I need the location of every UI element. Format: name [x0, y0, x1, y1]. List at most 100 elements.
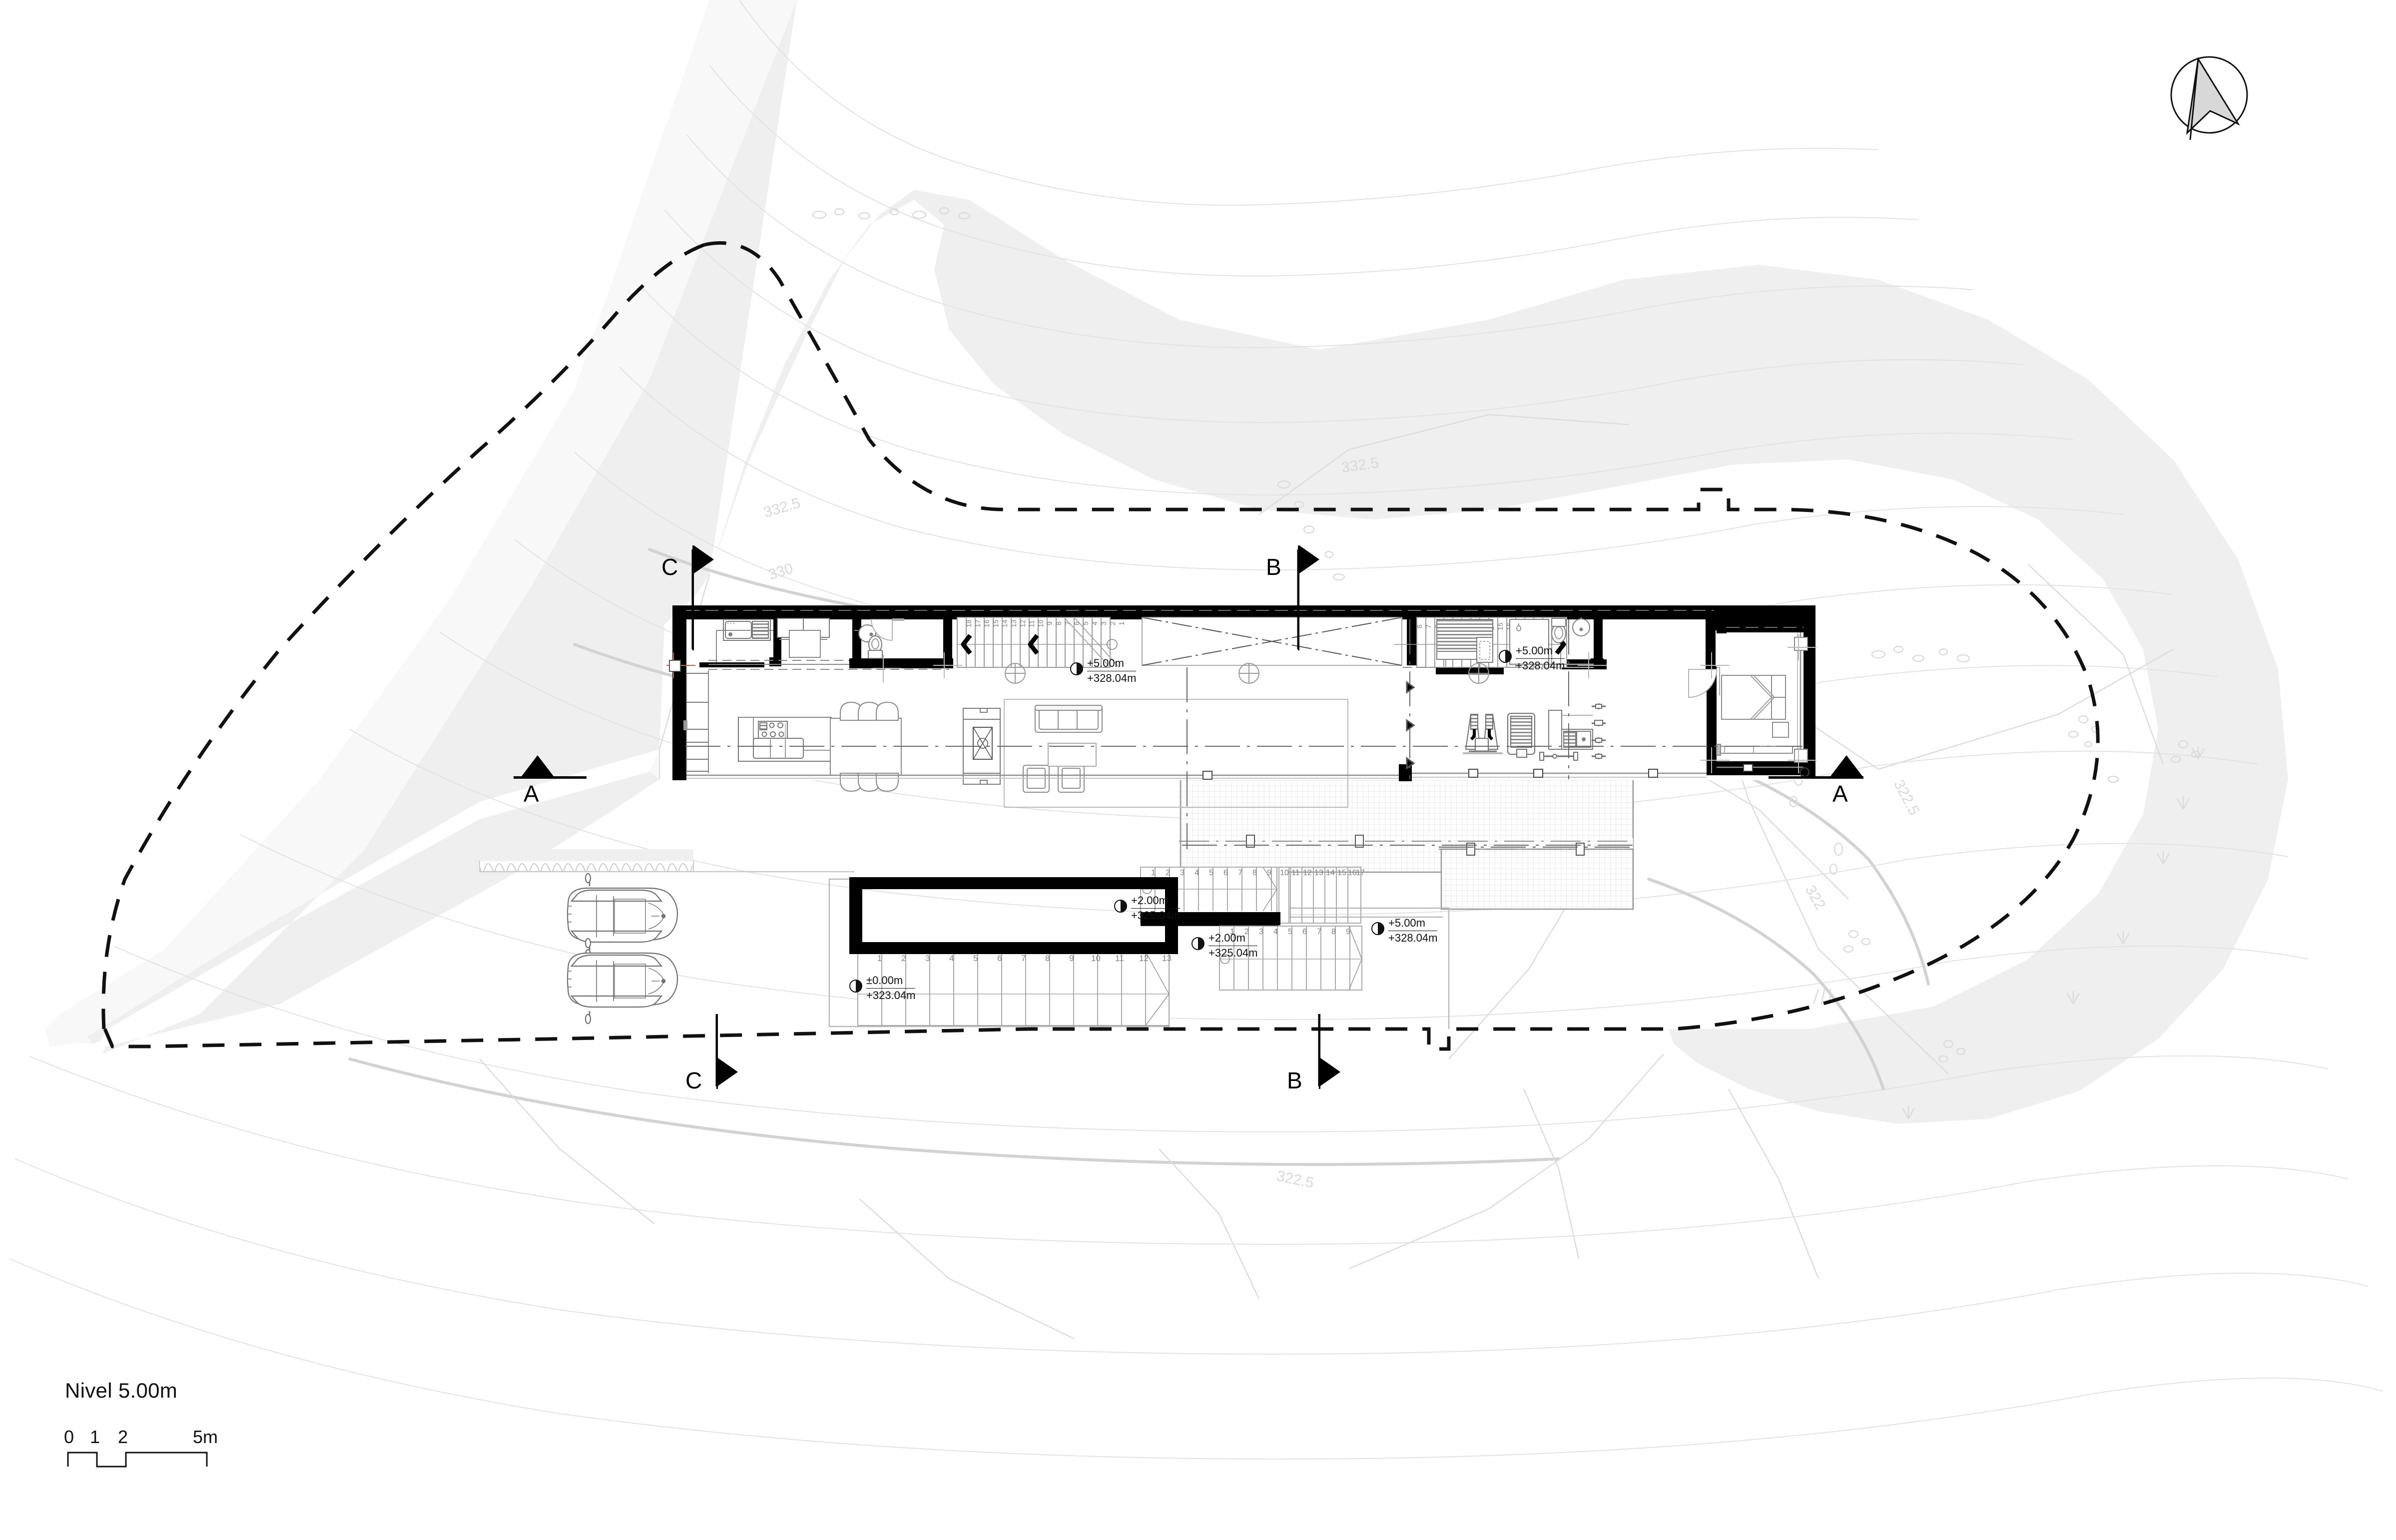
svg-text:6: 6 [997, 954, 1002, 963]
gym-equipment [1436, 619, 1606, 761]
svg-text:5: 5 [1288, 928, 1292, 936]
svg-text:9: 9 [1346, 928, 1350, 936]
svg-text:14: 14 [1326, 869, 1335, 877]
section-flag-icon [1299, 545, 1319, 573]
terrain-speckles [812, 207, 2205, 1119]
svg-text:3: 3 [1100, 621, 1108, 625]
north-arrow-icon [2164, 50, 2254, 142]
svg-text:15: 15 [1496, 622, 1504, 630]
section-line-stem [1298, 545, 1299, 650]
scale-tick-5m: 5m [193, 1427, 218, 1447]
car-plan [567, 873, 678, 1025]
section-line-stem [692, 545, 694, 650]
section-label: C [685, 1067, 702, 1093]
scale-bar-graphic [67, 1452, 208, 1468]
section-flag-icon [694, 545, 714, 573]
svg-text:7: 7 [1238, 869, 1242, 877]
section-rule [1769, 776, 1863, 779]
svg-text:1: 1 [877, 954, 882, 963]
level-tag-text: ±0.00m +323.04m [866, 974, 916, 1002]
svg-text:12: 12 [1303, 869, 1312, 877]
title-block: Nivel 5.00m 0 1 2 5m [64, 1379, 414, 1468]
section-line-stem [716, 1014, 718, 1089]
scale-tick-2: 2 [118, 1427, 128, 1447]
svg-text:5: 5 [1209, 869, 1213, 877]
svg-text:9: 9 [1046, 621, 1054, 625]
section-rule [514, 776, 587, 779]
svg-text:17: 17 [974, 619, 982, 627]
svg-text:2: 2 [1244, 928, 1249, 936]
svg-text:6: 6 [1415, 624, 1423, 628]
svg-text:5: 5 [1082, 621, 1090, 625]
section-label: A [524, 781, 539, 807]
level-symbol-icon [1114, 900, 1127, 913]
section-line-stem [1319, 1014, 1320, 1089]
void-above [1142, 617, 1402, 666]
lower-block-walls [849, 877, 1280, 954]
parking-area [479, 849, 854, 873]
section-label: A [1832, 781, 1848, 807]
svg-text:3: 3 [1259, 928, 1263, 936]
svg-text:16: 16 [1348, 869, 1357, 877]
svg-text:2: 2 [1109, 621, 1117, 625]
door-swings [1406, 681, 1415, 770]
terrain-fill [45, 0, 2288, 1124]
utility-room [789, 630, 821, 658]
section-label: B [1266, 554, 1281, 580]
centre-axis-lines [685, 619, 1802, 849]
svg-text:7: 7 [1424, 624, 1432, 628]
section-label: B [1287, 1067, 1302, 1093]
svg-text:1: 1 [1151, 869, 1156, 877]
glazing-south [686, 764, 1803, 780]
scale-tick-1: 1 [90, 1427, 100, 1447]
svg-text:7: 7 [1064, 621, 1072, 625]
topographic-contours [9, 0, 2384, 1460]
svg-text:15: 15 [1337, 869, 1346, 877]
svg-text:11: 11 [1291, 869, 1300, 877]
level-symbol-icon [1499, 650, 1512, 663]
svg-text:8: 8 [1045, 954, 1050, 963]
svg-text:13: 13 [1010, 619, 1018, 627]
svg-text:12: 12 [1139, 954, 1149, 963]
svg-text:3: 3 [1180, 869, 1185, 877]
svg-text:11: 11 [1028, 620, 1036, 627]
svg-text:4: 4 [1091, 621, 1099, 625]
section-flag-icon [1320, 1058, 1340, 1086]
svg-text:8: 8 [1331, 928, 1336, 936]
axis-reference-marks [666, 634, 1816, 773]
level-symbol-icon [1371, 922, 1384, 935]
level-tag-text: +5.00m +328.04m [1516, 644, 1565, 672]
page-title: Nivel 5.00m [65, 1379, 178, 1402]
svg-text:4: 4 [1195, 869, 1199, 877]
section-label: C [661, 554, 678, 580]
svg-text:1: 1 [1230, 928, 1234, 936]
svg-text:7: 7 [1021, 954, 1026, 963]
level-tag-text: +5.00m +328.04m [1087, 657, 1137, 684]
svg-text:1: 1 [1118, 621, 1126, 625]
property-boundary [101, 241, 2100, 1051]
svg-text:3: 3 [925, 954, 930, 963]
svg-text:12: 12 [1019, 619, 1027, 627]
level-tag-text: +5.00m +328.04m [1388, 917, 1438, 944]
svg-text:15: 15 [992, 619, 1000, 627]
glazing-north [686, 610, 1803, 628]
svg-text:14: 14 [1001, 619, 1009, 627]
svg-text:11: 11 [1115, 954, 1124, 963]
level-tag-text: +2.00m +325.04m [1131, 894, 1181, 922]
svg-text:4: 4 [1273, 928, 1278, 936]
svg-text:9: 9 [1069, 954, 1074, 963]
section-flag-icon [718, 1058, 738, 1086]
scale-tick-0: 0 [64, 1427, 74, 1447]
svg-text:4: 4 [949, 954, 954, 963]
svg-text:6: 6 [1302, 928, 1307, 936]
bedroom-furniture [1688, 667, 1793, 756]
level-symbol-icon [1070, 662, 1083, 675]
svg-text:16: 16 [983, 619, 991, 627]
svg-text:9: 9 [1267, 869, 1271, 877]
powder-room-fixtures [854, 618, 904, 659]
